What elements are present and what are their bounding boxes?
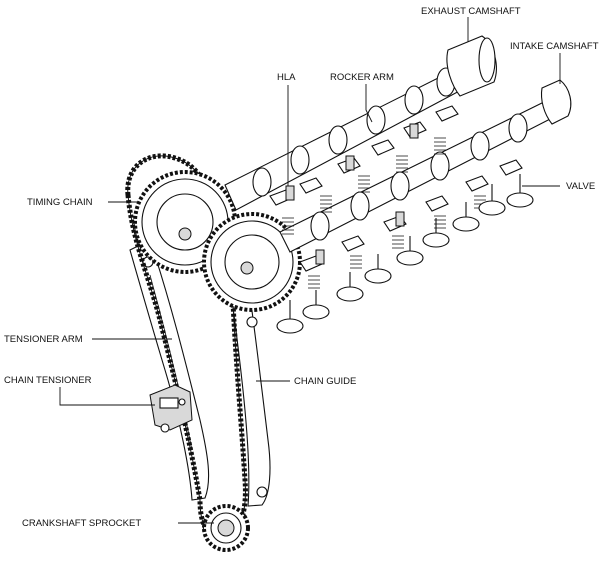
valves (276, 174, 534, 334)
label-valve: VALVE (566, 181, 595, 192)
label-timing-chain: TIMING CHAIN (27, 197, 93, 208)
chain-tensioner (149, 384, 193, 433)
chain-guide (231, 295, 271, 507)
label-crankshaft-sprocket: CRANKSHAFT SPROCKET (22, 518, 141, 529)
label-hla: HLA (277, 72, 296, 83)
leader-chain-tensioner (59, 387, 155, 406)
label-chain-guide: CHAIN GUIDE (294, 376, 356, 387)
label-rocker-arm: ROCKER ARM (330, 72, 394, 83)
tensioner-arm (129, 239, 210, 501)
label-tensioner-arm: TENSIONER ARM (4, 334, 83, 345)
label-intake-camshaft: INTAKE CAMSHAFT (510, 41, 599, 52)
intake-camshaft (279, 79, 572, 253)
leader-lines (59, 17, 561, 524)
hla-units (285, 123, 419, 265)
label-chain-tensioner: CHAIN TENSIONER (4, 375, 92, 386)
labels: EXHAUST CAMSHAFT INTAKE CAMSHAFT HLA ROC… (4, 6, 599, 529)
exhaust-camshaft (224, 35, 497, 211)
label-exhaust-camshaft: EXHAUST CAMSHAFT (421, 6, 521, 17)
leader-rocker-arm (365, 84, 373, 123)
intake-cam-sprocket (202, 212, 302, 312)
valve-springs (282, 137, 486, 289)
crankshaft-sprocket (202, 504, 250, 552)
